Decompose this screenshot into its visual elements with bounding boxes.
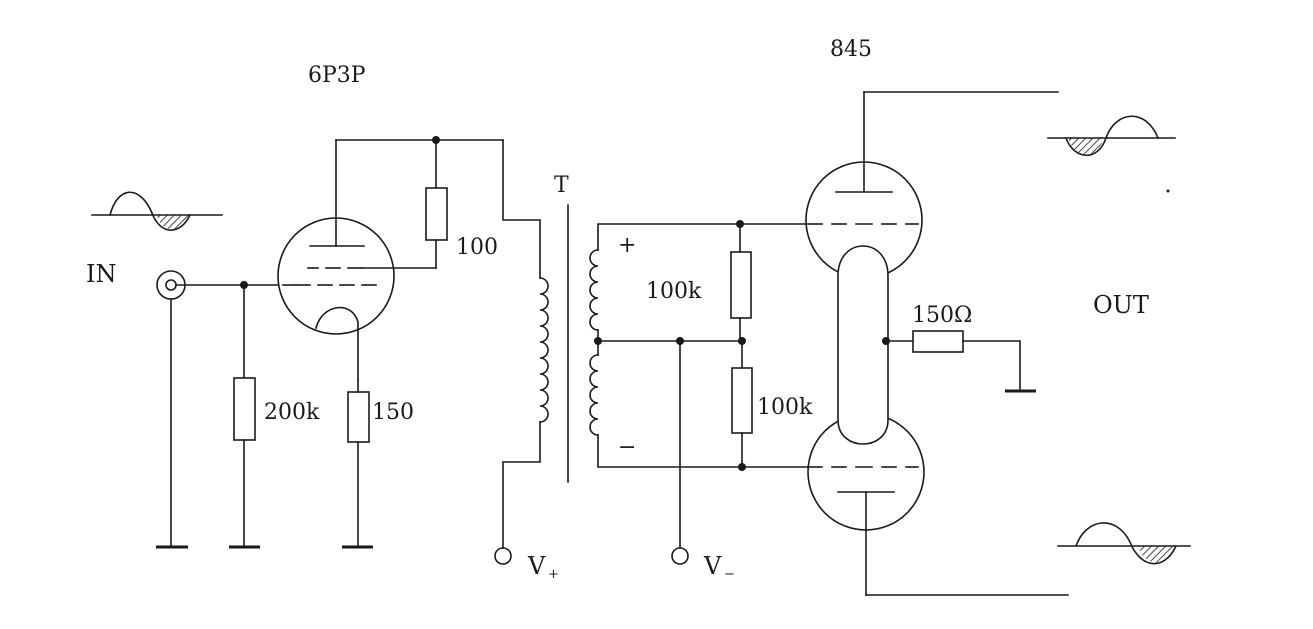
output-resistor-label: 150Ω xyxy=(912,303,972,328)
input-waveform xyxy=(91,191,223,231)
driver-tube-label: 6P3P xyxy=(308,63,366,88)
bias-resistor-top-label: 100k xyxy=(646,279,702,304)
output-label: OUT xyxy=(1093,291,1149,319)
input-label: IN xyxy=(86,260,116,288)
speck xyxy=(1166,189,1170,193)
output-tube-top xyxy=(805,91,923,279)
output-tube-bottom xyxy=(807,413,925,596)
bias-resistor-bottom xyxy=(731,340,753,471)
grid-resistor-label: 200k xyxy=(264,400,320,425)
output-tube-label: 845 xyxy=(830,37,872,62)
output-resistor xyxy=(882,330,1036,393)
v-plus-sub: + xyxy=(548,567,559,582)
bias-resistor-top xyxy=(730,220,752,345)
screen-resistor-100 xyxy=(425,139,448,269)
transformer-primary xyxy=(494,139,549,565)
secondary-plus-label: + xyxy=(618,233,636,258)
secondary-minus-label: − xyxy=(618,435,636,460)
grid-resistor xyxy=(229,281,260,549)
v-plus-label: V xyxy=(527,552,546,580)
cathode-resistor-label: 150 xyxy=(372,400,414,425)
cathode-link xyxy=(837,245,889,445)
transformer-secondary xyxy=(589,223,743,565)
input-jack xyxy=(156,270,284,549)
cathode-resistor xyxy=(342,379,373,549)
output-waveform-top xyxy=(1047,115,1176,156)
driver-tube-6p3p xyxy=(277,139,437,381)
output-waveform-bottom xyxy=(1057,522,1191,565)
v-minus-label: V xyxy=(703,552,722,580)
v-minus-sub: − xyxy=(724,567,735,582)
transformer-label: T xyxy=(554,173,569,198)
bias-resistor-bottom-label: 100k xyxy=(757,395,813,420)
screen-resistor-label: 100 xyxy=(456,235,498,260)
